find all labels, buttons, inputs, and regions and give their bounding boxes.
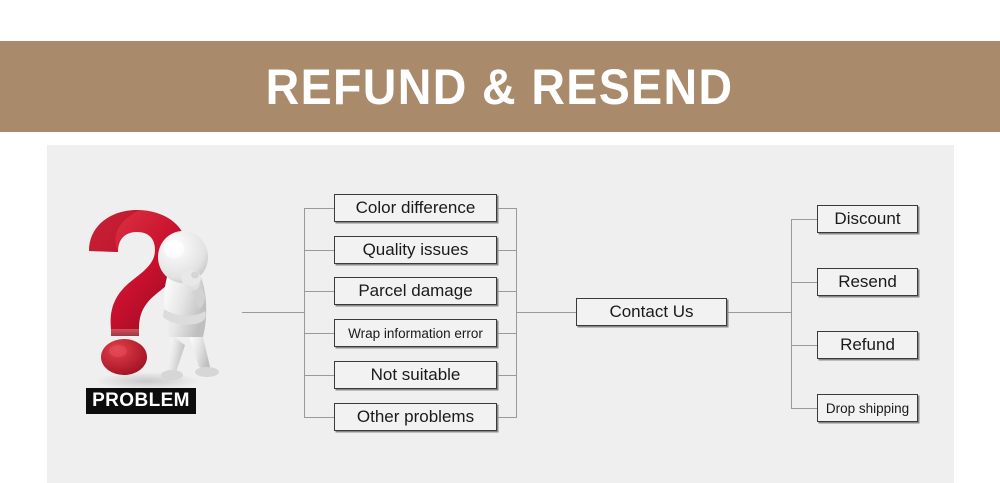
connector-trunk-to-cause-1 <box>304 208 334 209</box>
connector-trunk-to-cause-2 <box>304 250 334 251</box>
connector-trunk-to-solution-4 <box>791 408 817 409</box>
connector-trunk-to-solution-1 <box>791 219 817 220</box>
connector-problem-to-trunk <box>242 312 304 313</box>
contact-us-box[interactable]: Contact Us <box>576 298 727 326</box>
solution-box-resend[interactable]: Resend <box>817 268 918 296</box>
cause-box-not-suitable[interactable]: Not suitable <box>334 361 497 389</box>
connector-trunk-to-solution-2 <box>791 282 817 283</box>
question-mark-icon <box>89 209 219 390</box>
solution-box-drop-shipping[interactable]: Drop shipping <box>817 394 918 422</box>
cause-box-wrap-information-error[interactable]: Wrap information error <box>334 319 497 347</box>
connector-trunk-to-cause-5 <box>304 375 334 376</box>
connector-solution-trunk <box>791 219 792 408</box>
cause-box-parcel-damage[interactable]: Parcel damage <box>334 277 497 305</box>
connector-trunk-to-cause-3 <box>304 291 334 292</box>
page-title: REFUND & RESEND <box>266 58 734 115</box>
connector-merge-to-contact <box>516 312 576 313</box>
problem-label: PROBLEM <box>86 388 196 414</box>
solution-box-refund[interactable]: Refund <box>817 331 918 359</box>
connector-left-trunk <box>304 208 305 417</box>
connector-contact-to-solution-trunk <box>727 312 791 313</box>
cause-box-other-problems[interactable]: Other problems <box>334 403 497 431</box>
cause-box-color-difference[interactable]: Color difference <box>334 194 497 222</box>
connector-trunk-to-solution-3 <box>791 345 817 346</box>
connector-cause-3-to-merge <box>497 291 516 292</box>
connector-cause-1-to-merge <box>497 208 516 209</box>
connector-trunk-to-cause-6 <box>304 417 334 418</box>
thinking-figure <box>158 231 219 380</box>
problem-icon <box>71 205 241 395</box>
connector-cause-4-to-merge <box>497 333 516 334</box>
solution-box-discount[interactable]: Discount <box>817 205 918 233</box>
cause-box-quality-issues[interactable]: Quality issues <box>334 236 497 264</box>
connector-cause-2-to-merge <box>497 250 516 251</box>
header-banner: REFUND & RESEND <box>0 41 1000 132</box>
connector-trunk-to-cause-4 <box>304 333 334 334</box>
diagram-panel: PROBLEM Color difference Quality issues … <box>47 145 954 483</box>
connector-cause-6-to-merge <box>497 417 516 418</box>
connector-merge-trunk <box>516 208 517 418</box>
connector-cause-5-to-merge <box>497 375 516 376</box>
